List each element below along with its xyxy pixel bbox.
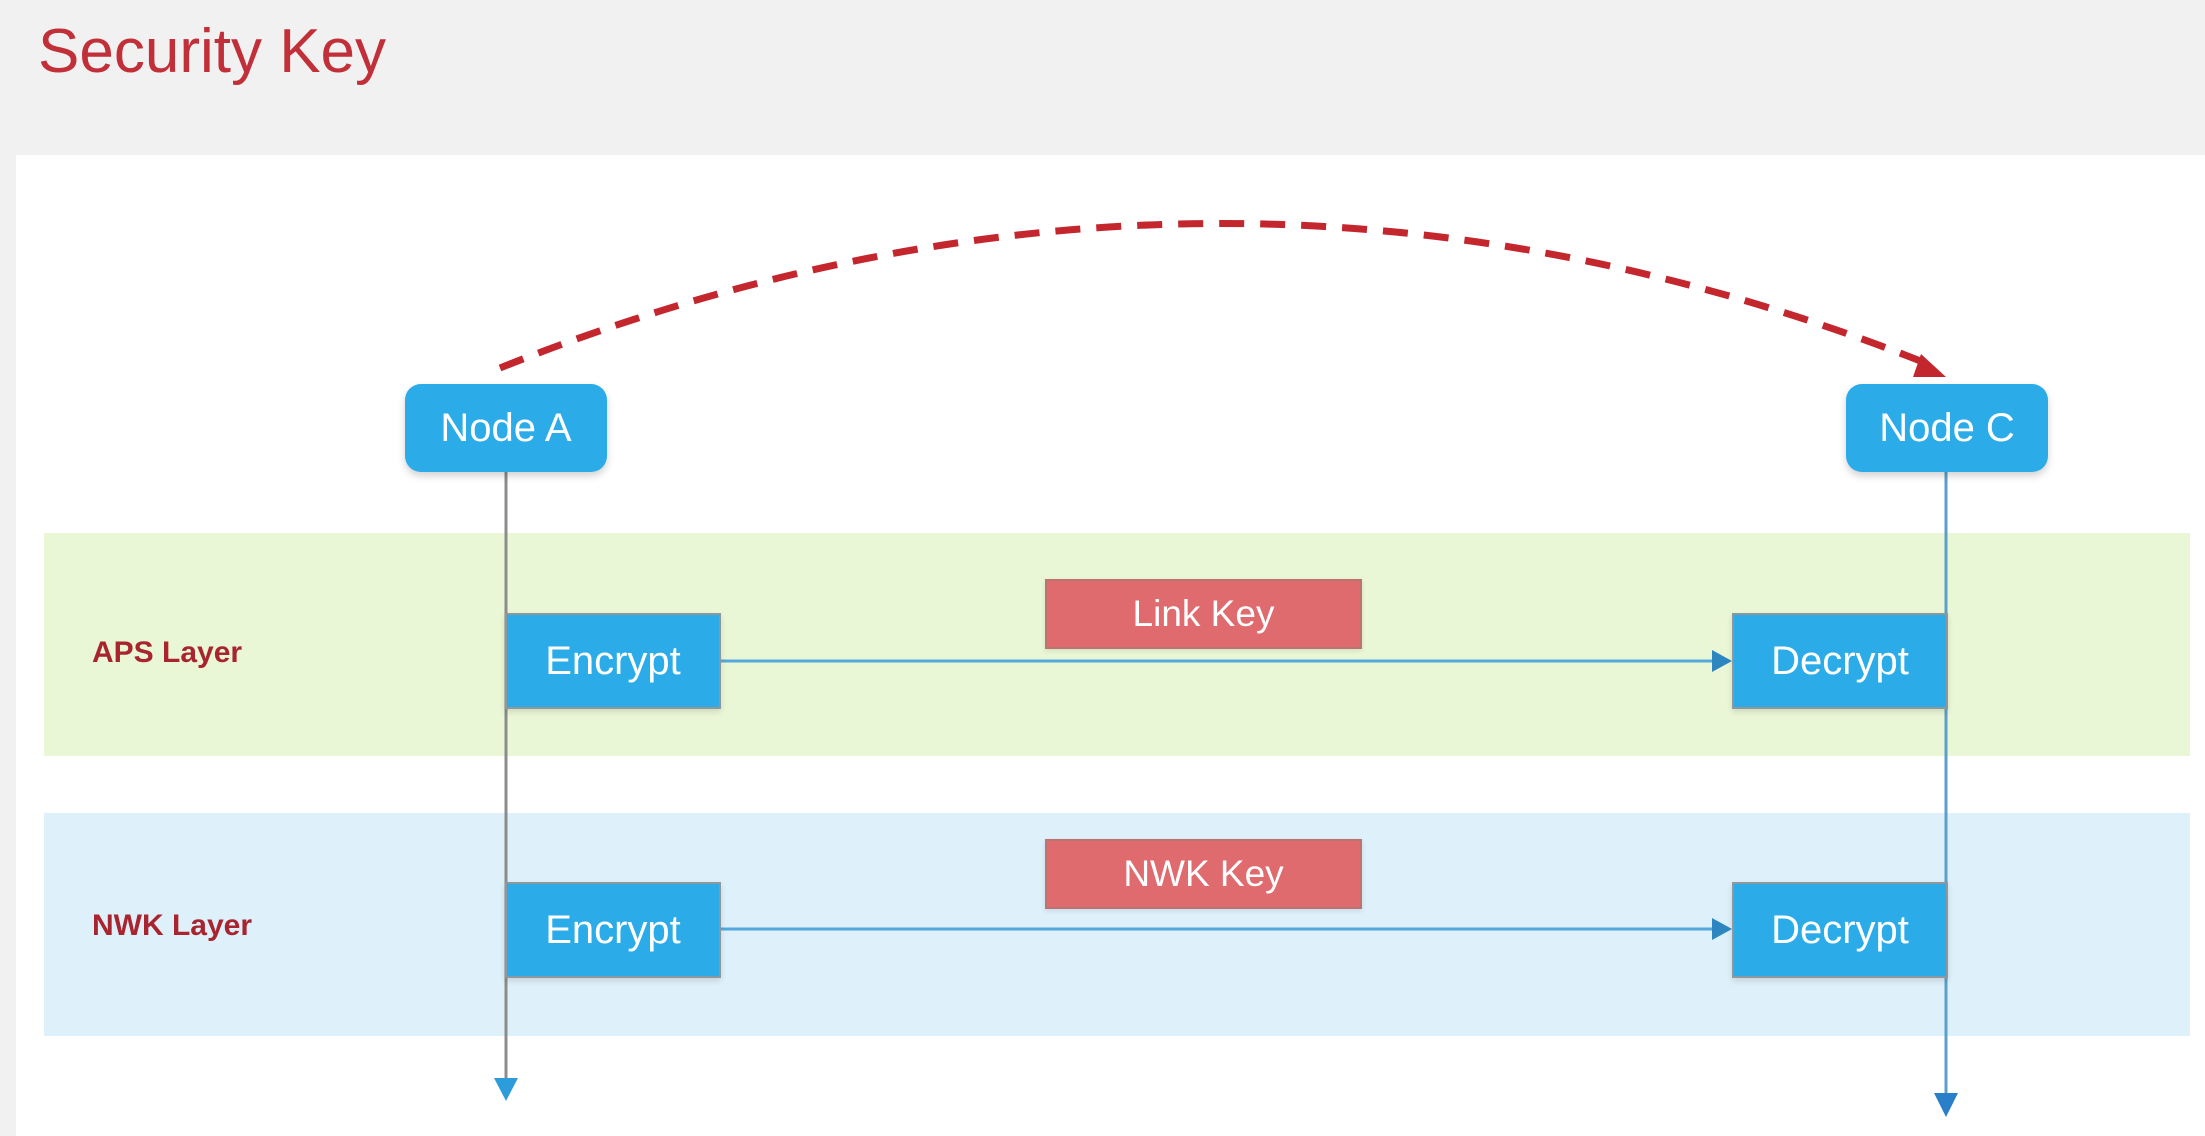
nwk-decrypt-label: Decrypt (1771, 907, 1909, 952)
nwk-encrypt-box: Encrypt (505, 882, 721, 978)
link-key-box: Link Key (1045, 579, 1362, 649)
aps-decrypt-box: Decrypt (1732, 613, 1948, 709)
nwk-decrypt-box: Decrypt (1732, 882, 1948, 978)
link-key-label: Link Key (1132, 593, 1275, 634)
node-a-box: Node A (405, 384, 607, 472)
node-c-box: Node C (1846, 384, 2048, 472)
aps-layer-label: APS Layer (92, 636, 243, 669)
aps-encrypt-box: Encrypt (505, 613, 721, 709)
node-a-label: Node A (440, 405, 572, 450)
nwk-encrypt-label: Encrypt (545, 907, 681, 952)
aps-decrypt-label: Decrypt (1771, 638, 1909, 683)
nwk-layer-label: NWK Layer (92, 909, 253, 942)
nwk-key-label: NWK Key (1123, 853, 1284, 894)
page-title: Security Key (38, 17, 387, 86)
aps-encrypt-label: Encrypt (545, 638, 681, 683)
node-c-label: Node C (1879, 405, 2015, 450)
nwk-key-box: NWK Key (1045, 839, 1362, 909)
